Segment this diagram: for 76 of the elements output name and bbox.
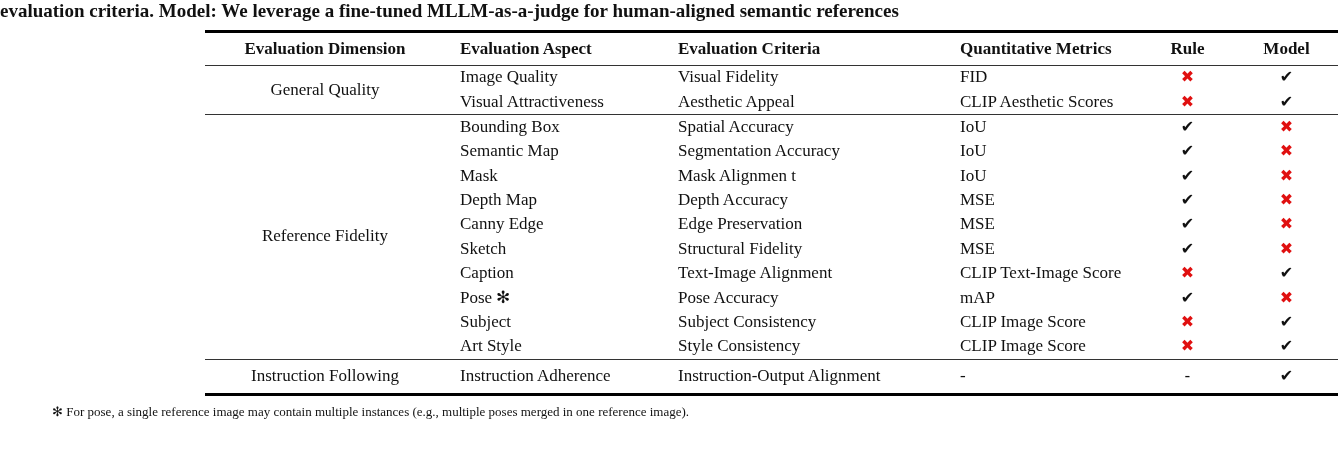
table-cell: Subject	[460, 311, 511, 332]
table-cell: MSE	[960, 189, 995, 210]
table-cell: Image Quality	[460, 67, 558, 88]
status-mark: ✖	[1279, 289, 1294, 306]
status-mark: ✖	[1279, 118, 1294, 135]
status-mark: ✔	[1180, 191, 1195, 208]
table-cell: Caption	[460, 263, 514, 284]
status-mark: ✖	[1180, 265, 1195, 282]
status-mark: ✔	[1279, 93, 1294, 110]
table-cell: -	[960, 365, 966, 386]
status-mark: ✔	[1180, 118, 1195, 135]
column-header: Evaluation Aspect	[459, 38, 593, 60]
table-cell: Mask	[460, 165, 498, 186]
column-header: Model	[1262, 38, 1311, 60]
table-cell: Visual Fidelity	[678, 67, 779, 88]
status-mark: ✔	[1279, 313, 1294, 330]
caption-text: evaluation criteria. Model: We leverage a fine-tuned MLLM-as-a-judge for human-aligned semantic references	[0, 0, 899, 22]
table-cell: Pose ✻	[460, 287, 511, 309]
table-cell: CLIP Text-Image Score	[960, 263, 1122, 284]
table-cell: IoU	[960, 165, 987, 186]
status-mark: ✔	[1279, 265, 1294, 282]
status-mark: ✔	[1180, 143, 1195, 160]
table-cell: Structural Fidelity	[678, 238, 803, 259]
table-cell: MSE	[960, 214, 995, 235]
table-cell: Depth Map	[460, 189, 537, 210]
status-mark: ✖	[1180, 313, 1195, 330]
status-mark: ✔	[1180, 289, 1195, 306]
status-mark: ✖	[1279, 191, 1294, 208]
table-cell: CLIP Image Score	[960, 336, 1086, 357]
column-header: Rule	[1169, 38, 1206, 60]
table-cell: Spatial Accuracy	[678, 116, 794, 137]
status-mark: ✖	[1279, 167, 1294, 184]
table-cell: Instruction-Output Alignment	[678, 365, 881, 386]
table-cell: Canny Edge	[460, 214, 544, 235]
status-mark: ✖	[1279, 143, 1294, 160]
dimension-cell-text: Instruction Following	[250, 364, 400, 387]
table-cell: IoU	[960, 141, 987, 162]
table-cell: Edge Preservation	[678, 214, 803, 235]
table-cell: CLIP Aesthetic Scores	[960, 91, 1114, 112]
status-mark: ✔	[1279, 338, 1294, 355]
status-mark: ✖	[1180, 69, 1195, 86]
table-cell: FID	[960, 67, 988, 88]
column-header: Evaluation Dimension	[243, 38, 407, 60]
table-cell: Aesthetic Appeal	[678, 91, 795, 112]
status-mark: -	[1184, 367, 1191, 384]
status-mark: ✖	[1279, 216, 1294, 233]
footnote: ✻ For pose, a single reference image may contain multiple instances (e.g., multiple poses merged in one reference image).	[52, 404, 690, 420]
table-cell: Visual Attractiveness	[460, 91, 604, 112]
status-mark: ✖	[1180, 338, 1195, 355]
status-mark: ✔	[1180, 167, 1195, 184]
dimension-cell-text: Reference Fidelity	[261, 225, 389, 248]
status-mark: ✔	[1180, 216, 1195, 233]
column-header: Quantitative Metrics	[959, 38, 1113, 60]
table-cell: MSE	[960, 238, 995, 259]
table-cell: Instruction Adherence	[460, 365, 611, 386]
status-mark: ✔	[1180, 240, 1195, 257]
table-cell: Semantic Map	[460, 141, 559, 162]
table-cell: mAP	[960, 287, 995, 308]
table-cell: Segmentation Accuracy	[678, 141, 840, 162]
table-cell: Depth Accuracy	[678, 189, 788, 210]
table-cell: CLIP Image Score	[960, 311, 1086, 332]
status-mark: ✖	[1279, 240, 1294, 257]
table-cell: Text-Image Alignment	[678, 263, 833, 284]
table-cell: Mask Alignmen t	[678, 165, 797, 186]
table-cell: Sketch	[460, 238, 507, 259]
table-cell: Art Style	[460, 336, 522, 357]
dimension-cell-text: General Quality	[269, 78, 381, 101]
table-cell: Subject Consistency	[678, 311, 817, 332]
status-mark: ✔	[1279, 367, 1294, 384]
status-mark: ✖	[1180, 93, 1195, 110]
table-cell: IoU	[960, 116, 987, 137]
column-header: Evaluation Criteria	[677, 38, 822, 60]
table-cell: Bounding Box	[460, 116, 560, 137]
status-mark: ✔	[1279, 69, 1294, 86]
table-cell: Style Consistency	[678, 336, 801, 357]
table-cell: Pose Accuracy	[678, 287, 779, 308]
